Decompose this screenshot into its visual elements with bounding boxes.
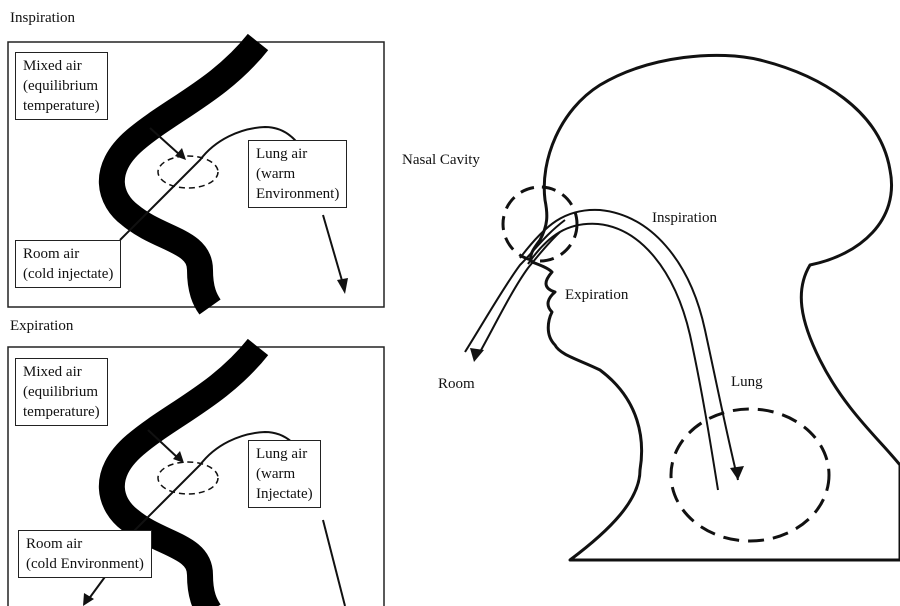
- lung-zone: [671, 409, 829, 541]
- top-lung-air-line1: Lung air: [256, 144, 339, 164]
- top-lung-air-line3: Environment): [256, 184, 339, 204]
- bottom-room-air-box: Room air (cold Environment): [18, 530, 152, 578]
- bottom-lung-air-line3: Injectate): [256, 484, 313, 504]
- bottom-lung-air-line1: Lung air: [256, 444, 313, 464]
- bottom-lung-line: [323, 520, 345, 606]
- bottom-panel-title: Expiration: [10, 316, 73, 336]
- top-lung-air-line2: (warm: [256, 164, 339, 184]
- top-lung-arrowhead: [337, 278, 348, 294]
- bottom-lung-air-box: Lung air (warm Injectate): [248, 440, 321, 508]
- lung-label: Lung: [731, 372, 763, 392]
- top-room-air-line2: (cold injectate): [23, 264, 113, 284]
- bottom-mixed-air-line3: temperature): [23, 402, 100, 422]
- inspiration-arrowhead: [730, 466, 744, 480]
- bottom-room-air-line2: (cold Environment): [26, 554, 144, 574]
- room-label: Room: [438, 374, 475, 394]
- nasal-cavity-label: Nasal Cavity: [402, 150, 480, 170]
- bottom-mixed-air-box: Mixed air (equilibrium temperature): [15, 358, 108, 426]
- top-room-air-line1: Room air: [23, 244, 113, 264]
- head-outline: [531, 55, 900, 560]
- top-mixed-air-box: Mixed air (equilibrium temperature): [15, 52, 108, 120]
- bottom-mixed-air-line2: (equilibrium: [23, 382, 100, 402]
- top-room-air-box: Room air (cold injectate): [15, 240, 121, 288]
- top-mixed-air-line2: (equilibrium: [23, 76, 100, 96]
- inspiration-label: Inspiration: [652, 208, 717, 228]
- top-mixed-arrowhead: [175, 148, 186, 160]
- inspiration-path-outer: [520, 210, 738, 480]
- expiration-label: Expiration: [565, 285, 628, 305]
- top-mixed-air-line1: Mixed air: [23, 56, 100, 76]
- top-lung-arrow: [323, 215, 343, 284]
- top-mixed-air-line3: temperature): [23, 96, 100, 116]
- bottom-mixed-arrowhead: [173, 451, 184, 463]
- inspiration-path-inner: [528, 224, 718, 490]
- bottom-lung-air-line2: (warm: [256, 464, 313, 484]
- top-lung-air-box: Lung air (warm Environment): [248, 140, 347, 208]
- bottom-room-air-line1: Room air: [26, 534, 144, 554]
- room-arrowhead: [470, 348, 484, 362]
- bottom-mixed-air-line1: Mixed air: [23, 362, 100, 382]
